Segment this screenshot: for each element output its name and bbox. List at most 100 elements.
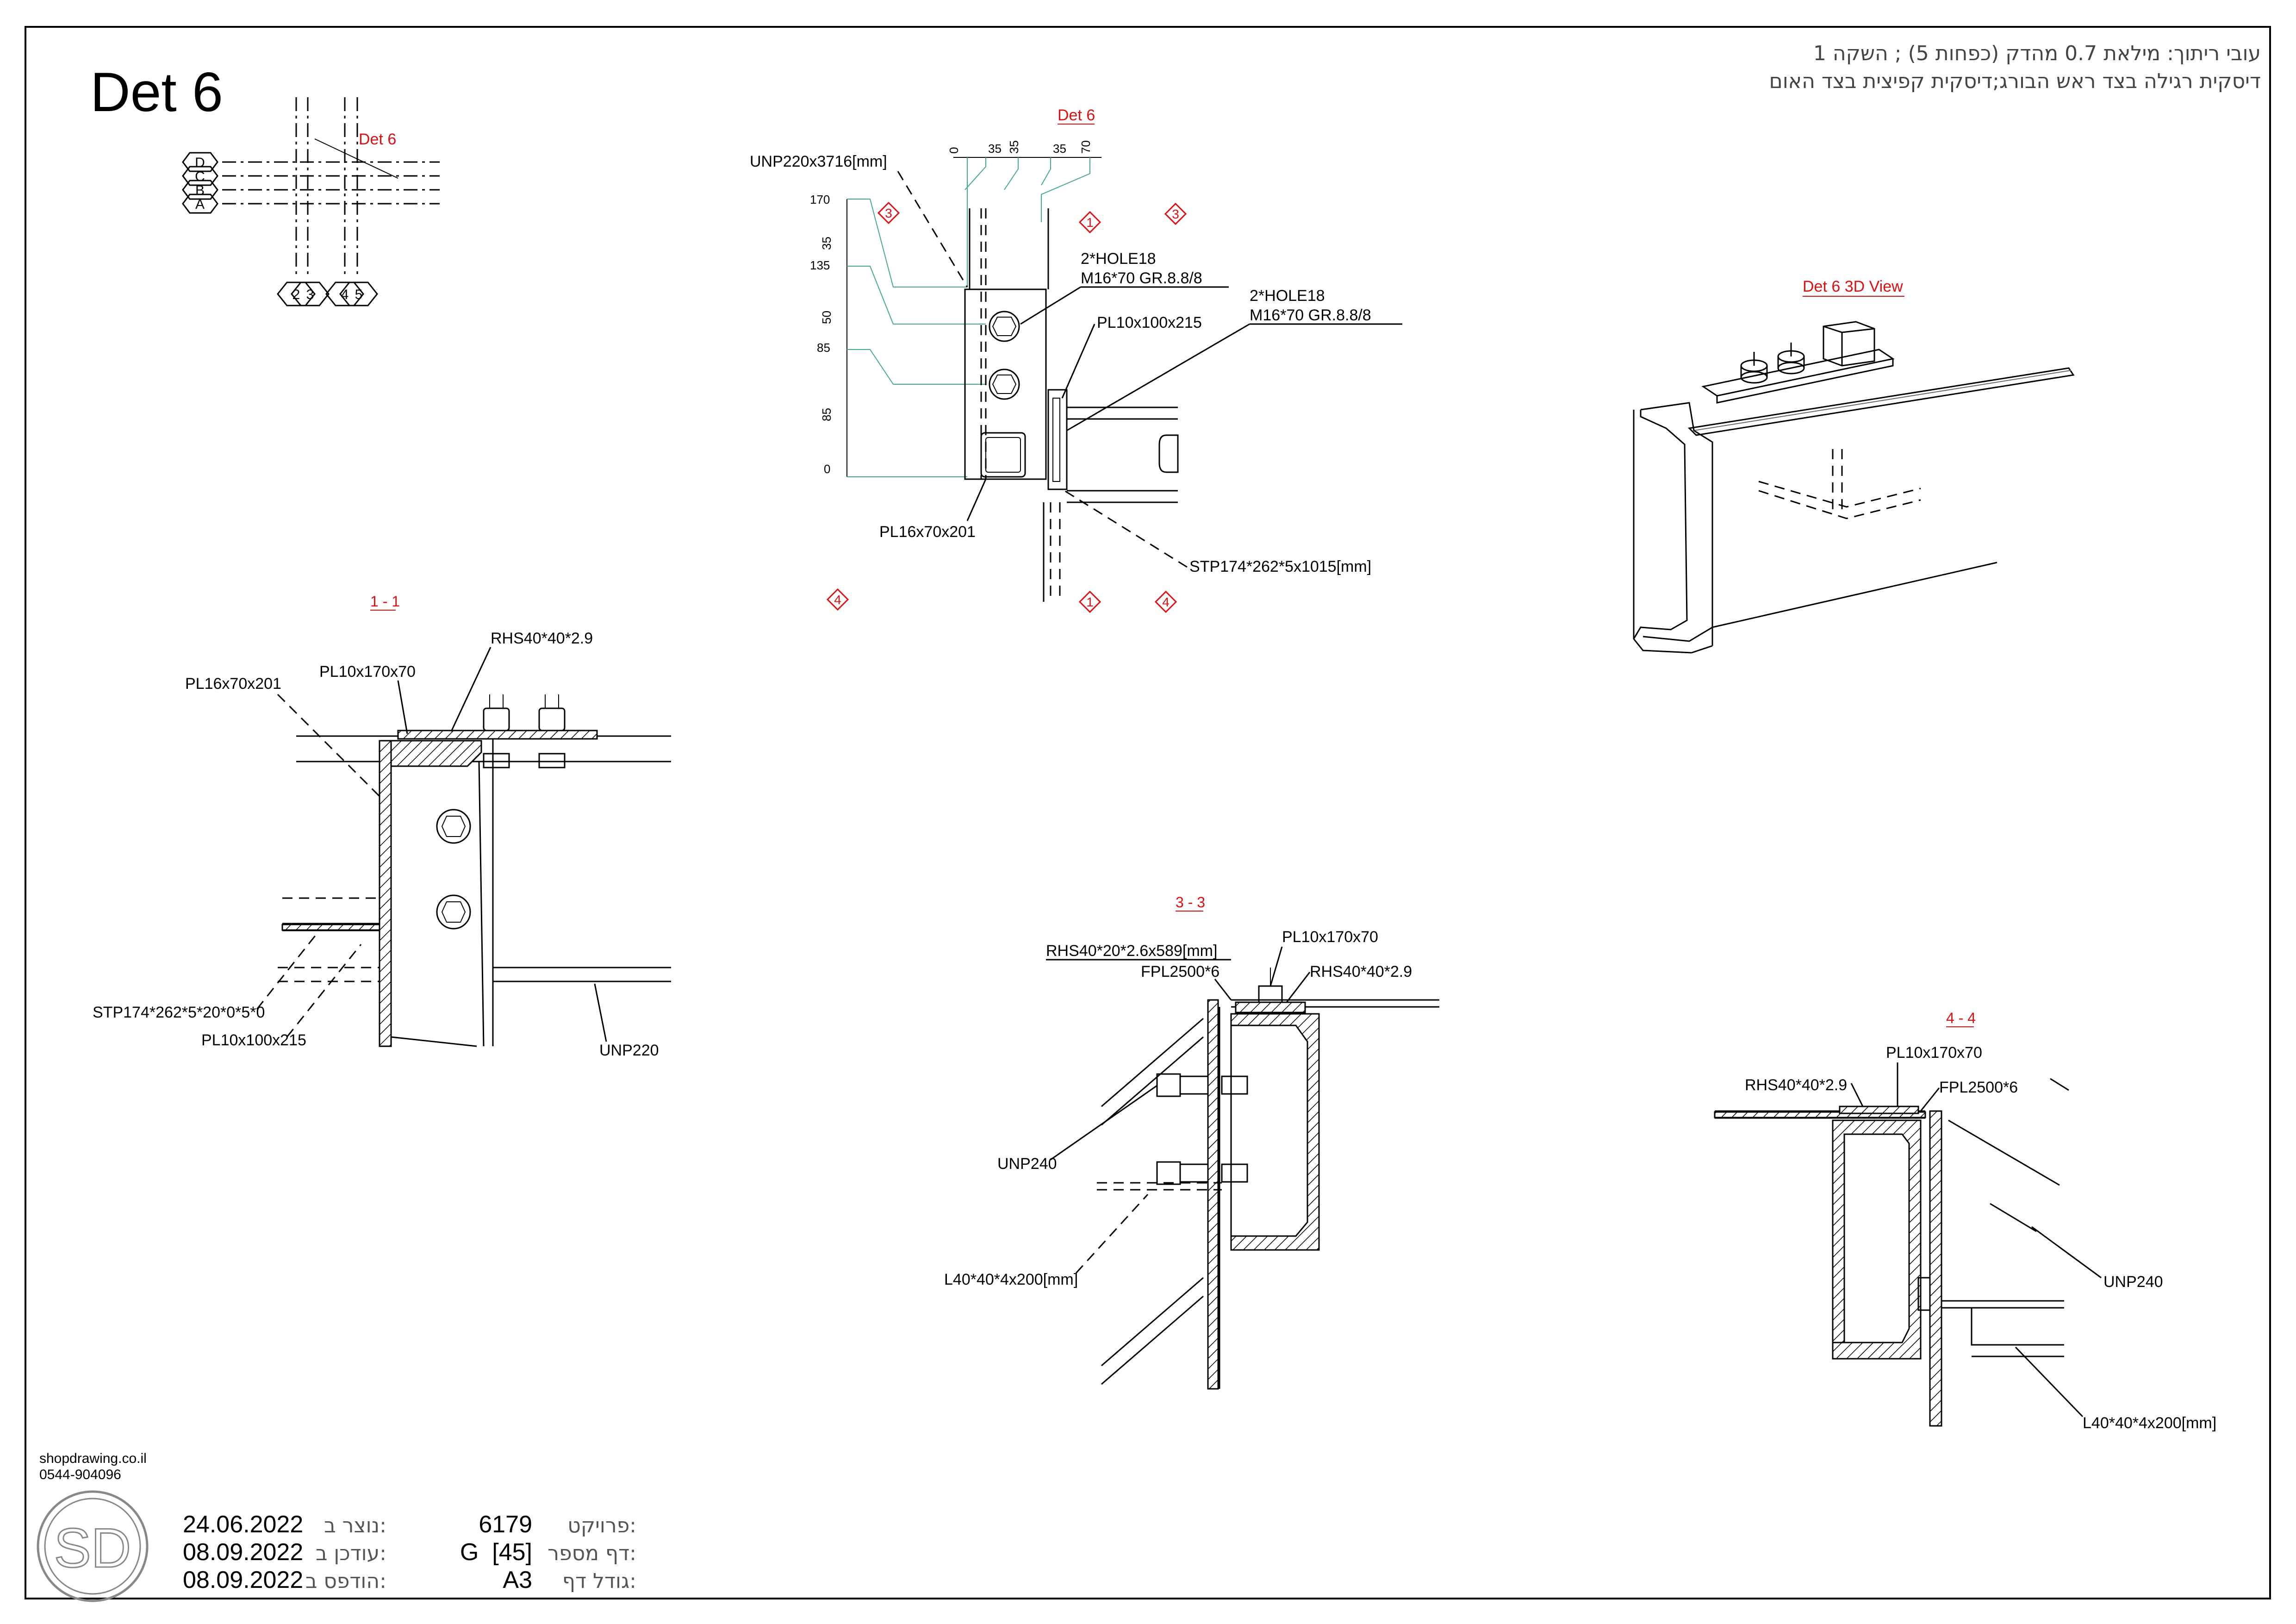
label-stp: STP174*262*5x1015[mm] bbox=[1189, 558, 1371, 575]
label-hole1-a: 2*HOLE18 bbox=[1081, 250, 1156, 268]
size-label: גודל דף: bbox=[562, 1569, 636, 1593]
sheet-number: G [45] bbox=[460, 1539, 532, 1566]
label-s3-fpl: FPL2500*6 bbox=[1141, 963, 1220, 981]
section-4-4: 4 - 4 PL10x170x70 RHS40*40*2.9 FPL2500*6… bbox=[1714, 1010, 2216, 1432]
rhs-section-plan bbox=[980, 432, 1026, 478]
sheet-border bbox=[25, 26, 2271, 1599]
company-logo: SD bbox=[37, 1490, 149, 1602]
grid-row-c: C bbox=[195, 169, 205, 184]
grid-row-b: B bbox=[195, 183, 205, 198]
dim-top-2: 35 bbox=[1007, 140, 1021, 154]
svg-text:1: 1 bbox=[1086, 595, 1094, 609]
label-hole2-b: M16*70 GR.8.8/8 bbox=[1250, 306, 1371, 324]
label-s3-pl-top: PL10x170x70 bbox=[1282, 928, 1378, 946]
svg-text:1: 1 bbox=[1086, 215, 1094, 230]
label-s4-rhs: RHS40*40*2.9 bbox=[1745, 1076, 1847, 1094]
dim-left-50: 50 bbox=[820, 311, 834, 324]
phone-number: 0544-904096 bbox=[39, 1467, 121, 1482]
dim-top-1: 35 bbox=[988, 142, 1002, 156]
left-dimensions: 170 35 135 50 85 85 0 bbox=[810, 193, 986, 477]
dim-top-3: 35 bbox=[1053, 142, 1066, 156]
label-pl10-side: PL10x100x215 bbox=[1097, 314, 1202, 331]
plan-view: Det 6 0 35 35 35 70 170 35 135 50 85 85 … bbox=[750, 106, 1402, 613]
dim-top-4: 70 bbox=[1079, 140, 1093, 154]
dim-left-85a: 85 bbox=[817, 341, 830, 355]
grid-col-bubbles: 2 3 4 5 bbox=[277, 281, 378, 306]
grid-row-d: D bbox=[195, 155, 205, 170]
dim-left-170: 170 bbox=[810, 193, 830, 206]
dim-left-35: 35 bbox=[820, 237, 834, 250]
grid-col-3: 3 bbox=[306, 287, 314, 302]
dim-left-0: 0 bbox=[824, 462, 830, 476]
label-s1-unp: UNP220 bbox=[599, 1042, 659, 1059]
updated-date: 08.09.2022 bbox=[183, 1539, 303, 1566]
section-marker-1a: 1 bbox=[1078, 211, 1101, 234]
sheet-size: A3 bbox=[503, 1567, 532, 1593]
label-s1-stp: STP174*262*5*20*0*5*0 bbox=[93, 1004, 265, 1021]
label-s1-rhs: RHS40*40*2.9 bbox=[491, 630, 593, 647]
label-s3-rhs-long: RHS40*20*2.6x589[mm] bbox=[1046, 942, 1217, 960]
printed-label: הודפס ב: bbox=[305, 1569, 386, 1593]
svg-text:3: 3 bbox=[885, 206, 892, 220]
key-plan: Det 6 D C B A 2 3 4 bbox=[182, 97, 440, 306]
section-marker-4b: 4 bbox=[1154, 590, 1177, 613]
dim-left-85b: 85 bbox=[820, 408, 834, 421]
label-s4-angle: L40*40*4x200[mm] bbox=[2083, 1414, 2216, 1432]
bolt-hole-s1-1 bbox=[436, 809, 471, 844]
bolt-hole-1 bbox=[989, 311, 1020, 342]
label-s1-pl-top: PL10x170x70 bbox=[319, 663, 416, 681]
grid-col-5: 5 bbox=[355, 287, 363, 302]
grid-row-a: A bbox=[195, 197, 205, 212]
bolt-iso-2 bbox=[1777, 343, 1805, 375]
sheet-label: דף מספר: bbox=[548, 1542, 636, 1565]
site-url: shopdrawing.co.il bbox=[39, 1451, 147, 1466]
updated-label: עודכן ב: bbox=[316, 1542, 386, 1565]
bolt-iso-1 bbox=[1740, 352, 1768, 384]
section-1-label: 1 - 1 bbox=[370, 593, 400, 610]
label-hole2-a: 2*HOLE18 bbox=[1250, 287, 1325, 305]
dim-top-0: 0 bbox=[947, 147, 961, 154]
project-number: 6179 bbox=[479, 1511, 532, 1538]
iso-view-label: Det 6 3D View bbox=[1803, 278, 1903, 295]
grid-row-bubbles: D C B A bbox=[182, 152, 218, 214]
label-s4-fpl: FPL2500*6 bbox=[1939, 1079, 2018, 1096]
grid-lines bbox=[222, 97, 440, 278]
title-block: shopdrawing.co.il 0544-904096 SD 24.06.2… bbox=[37, 1451, 636, 1602]
section-3-label: 3 - 3 bbox=[1176, 894, 1205, 911]
plate-pl10-side bbox=[1047, 389, 1068, 490]
label-s4-unp: UNP240 bbox=[2103, 1273, 2163, 1291]
label-s1-pl-side: PL10x100x215 bbox=[201, 1031, 306, 1049]
label-s4-pl-top: PL10x170x70 bbox=[1886, 1044, 1982, 1062]
section-marker-3a: 3 bbox=[877, 201, 900, 225]
project-label: פרויקט: bbox=[567, 1514, 636, 1537]
section-4-label: 4 - 4 bbox=[1946, 1010, 1976, 1026]
bolt-hole-2 bbox=[989, 369, 1020, 400]
top-dimensions: 0 35 35 35 70 bbox=[947, 140, 1101, 287]
label-s3-rhs: RHS40*40*2.9 bbox=[1310, 963, 1412, 981]
section-1-1: 1 - 1 RHS40*40*2.9 PL10x170x70 PL16x70x2… bbox=[93, 593, 671, 1059]
svg-text:4: 4 bbox=[1162, 595, 1170, 609]
created-label: נוצר ב: bbox=[324, 1514, 386, 1537]
svg-text:4: 4 bbox=[834, 593, 841, 607]
printed-date: 08.09.2022 bbox=[183, 1567, 303, 1593]
label-s1-pl16: PL16x70x201 bbox=[185, 675, 281, 693]
created-date: 24.06.2022 bbox=[183, 1511, 303, 1538]
hebrew-note-2: דיסקית רגילה בצד ראש הבורג;דיסקית קפיצית… bbox=[1769, 69, 2261, 93]
label-pl16: PL16x70x201 bbox=[879, 523, 976, 541]
svg-text:3: 3 bbox=[1172, 207, 1179, 221]
section-marker-1b: 1 bbox=[1078, 590, 1101, 613]
plate-pl16 bbox=[964, 288, 1047, 480]
dim-left-135: 135 bbox=[810, 258, 830, 272]
key-plan-det-label: Det 6 bbox=[359, 131, 396, 148]
label-hole1-b: M16*70 GR.8.8/8 bbox=[1081, 269, 1202, 287]
section-3-3: 3 - 3 PL10x170x70 RHS40*20*2.6x589[mm] F… bbox=[944, 894, 1439, 1390]
label-s3-unp: UNP240 bbox=[997, 1155, 1057, 1173]
page-title: Det 6 bbox=[90, 61, 223, 123]
section-marker-3b: 3 bbox=[1164, 202, 1187, 225]
section-marker-4a: 4 bbox=[826, 588, 849, 611]
iso-view: Det 6 3D View bbox=[1633, 278, 2075, 654]
plan-det-label: Det 6 bbox=[1058, 106, 1095, 124]
hebrew-note-1: עובי ריתוך: מילאת 0.7 מהדק (כפחות 5) ; ה… bbox=[1813, 42, 2261, 65]
label-unp220: UNP220x3716[mm] bbox=[750, 153, 887, 170]
